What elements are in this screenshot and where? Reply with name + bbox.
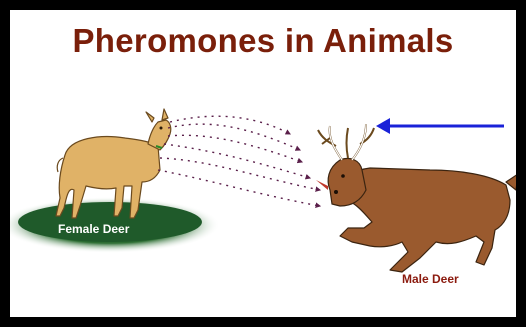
pheromone-trail-icon: [158, 116, 320, 206]
female-deer-label: Female Deer: [58, 222, 129, 236]
diagram-canvas: Pheromones in Animals: [10, 10, 516, 317]
male-deer-icon: [316, 124, 516, 272]
male-deer-label: Male Deer: [402, 272, 459, 286]
direction-arrow-icon: [376, 118, 504, 134]
diagram-illustration: [10, 10, 516, 317]
